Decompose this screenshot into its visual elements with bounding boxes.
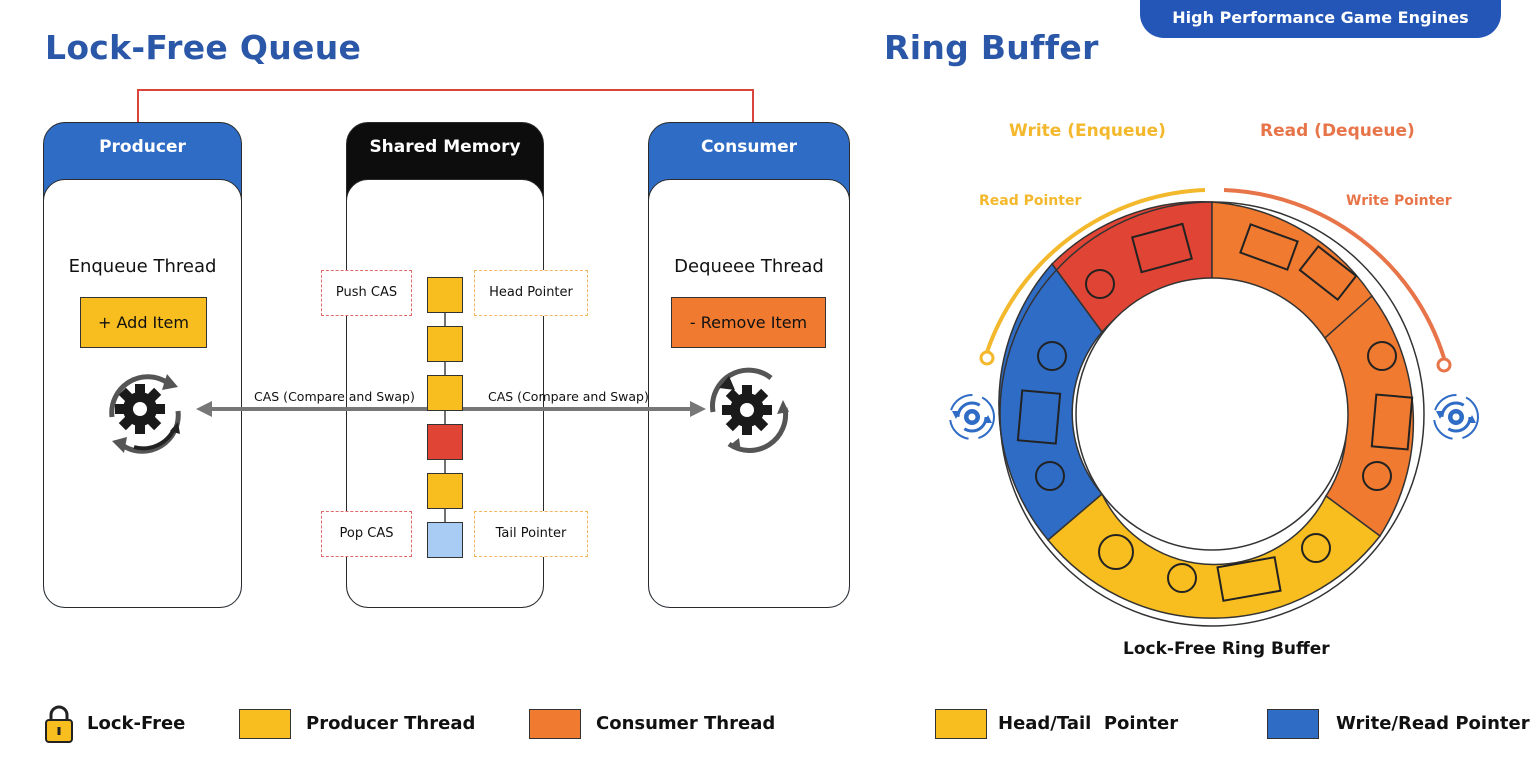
remove-item-button[interactable]: - Remove Item [671,297,826,348]
producer-panel: Producer Enqueue Thread + Add Item [43,122,242,608]
shared-memory-header: Shared Memory [369,137,521,157]
legend-lock-free: Lock-Free [87,713,186,734]
legend-head-tail-swatch [935,709,987,739]
consumer-panel: Consumer Dequeee Thread - Remove Item [648,122,850,608]
read-pointer-arc [985,188,1206,353]
ring-outer-edge [999,201,1425,627]
dequeue-thread-label: Dequeee Thread [674,256,824,277]
queue-cell-1 [427,277,463,313]
cas-left-arrow-icon [196,401,212,417]
slot-yellow-circle-2 [1167,563,1197,593]
queue-cell-2 [427,326,463,362]
slot-orange-rect-2 [1298,245,1358,301]
slot-blue-rect [1016,389,1062,445]
legend-producer: Producer Thread [306,713,476,734]
write-enqueue-label: Write (Enqueue) [1009,121,1166,141]
write-pointer-label: Write Pointer [1346,193,1452,209]
slot-yellow-rect [1216,556,1282,602]
consumer-gear-icon [710,367,789,453]
slot-yellow-circle-1 [1301,533,1331,563]
legend-write-read-swatch [1267,709,1319,739]
write-pointer-arc [1223,188,1446,359]
slot-blue-circle-2 [1037,341,1067,371]
slot-yellow-circle-3 [1098,534,1134,570]
legend-consumer: Consumer Thread [596,713,776,734]
slot-blue-circle-1 [1035,461,1065,491]
slot-orange-rect-1 [1239,223,1299,271]
write-pointer-end [1436,357,1452,373]
cas-right-label: CAS (Compare and Swap) [488,389,649,404]
slot-orange-circle-2 [1362,461,1392,491]
lock-free-queue-title: Lock-Free Queue [45,28,362,67]
enqueue-thread-label: Enqueue Thread [68,256,217,277]
queue-cell-3 [427,375,463,411]
tail-pointer-box: Tail Pointer [474,511,588,557]
cas-left-label: CAS (Compare and Swap) [254,389,415,404]
producer-gear-icon [109,374,181,454]
ring-buffer-title: Ring Buffer [884,28,1099,67]
slot-orange-circle-1 [1367,341,1397,371]
legend-consumer-swatch [529,709,581,739]
producer-body: Enqueue Thread + Add Item [44,179,241,607]
legend-head-tail: Head/Tail Pointer [998,713,1179,734]
pop-cas-box: Pop CAS [321,511,412,557]
producer-consumer-connector [137,89,754,124]
head-pointer-box: Head Pointer [474,270,588,316]
consumer-header: Consumer [700,137,798,157]
queue-cell-5 [427,473,463,509]
legend-write-read: Write/Read Pointer [1336,713,1530,734]
read-pointer-label: Read Pointer [979,193,1082,209]
push-cas-box: Push CAS [321,270,412,316]
left-sync-icon [949,394,995,440]
ring-buffer-caption: Lock-Free Ring Buffer [1123,639,1330,659]
add-item-button[interactable]: + Add Item [80,297,207,348]
right-sync-icon [1433,394,1479,440]
consumer-body: Dequeee Thread - Remove Item [649,179,849,607]
read-pointer-end [979,350,995,366]
header-badge: High Performance Game Engines [1140,0,1501,38]
slot-red-circle [1085,269,1115,299]
read-dequeue-label: Read (Dequeue) [1260,121,1415,141]
slot-orange-rect-3 [1370,393,1414,451]
queue-cell-6 [427,522,463,558]
ring-buffer-diagram [949,188,1479,627]
legend-producer-swatch [239,709,291,739]
producer-header: Producer [99,137,186,157]
ring-hole [1075,277,1349,551]
queue-cell-4 [427,424,463,460]
ring-segment-blue [998,262,1104,542]
slot-red-rect [1131,222,1193,274]
cas-right-arrow-icon [690,401,706,417]
lock-icon [45,705,73,743]
